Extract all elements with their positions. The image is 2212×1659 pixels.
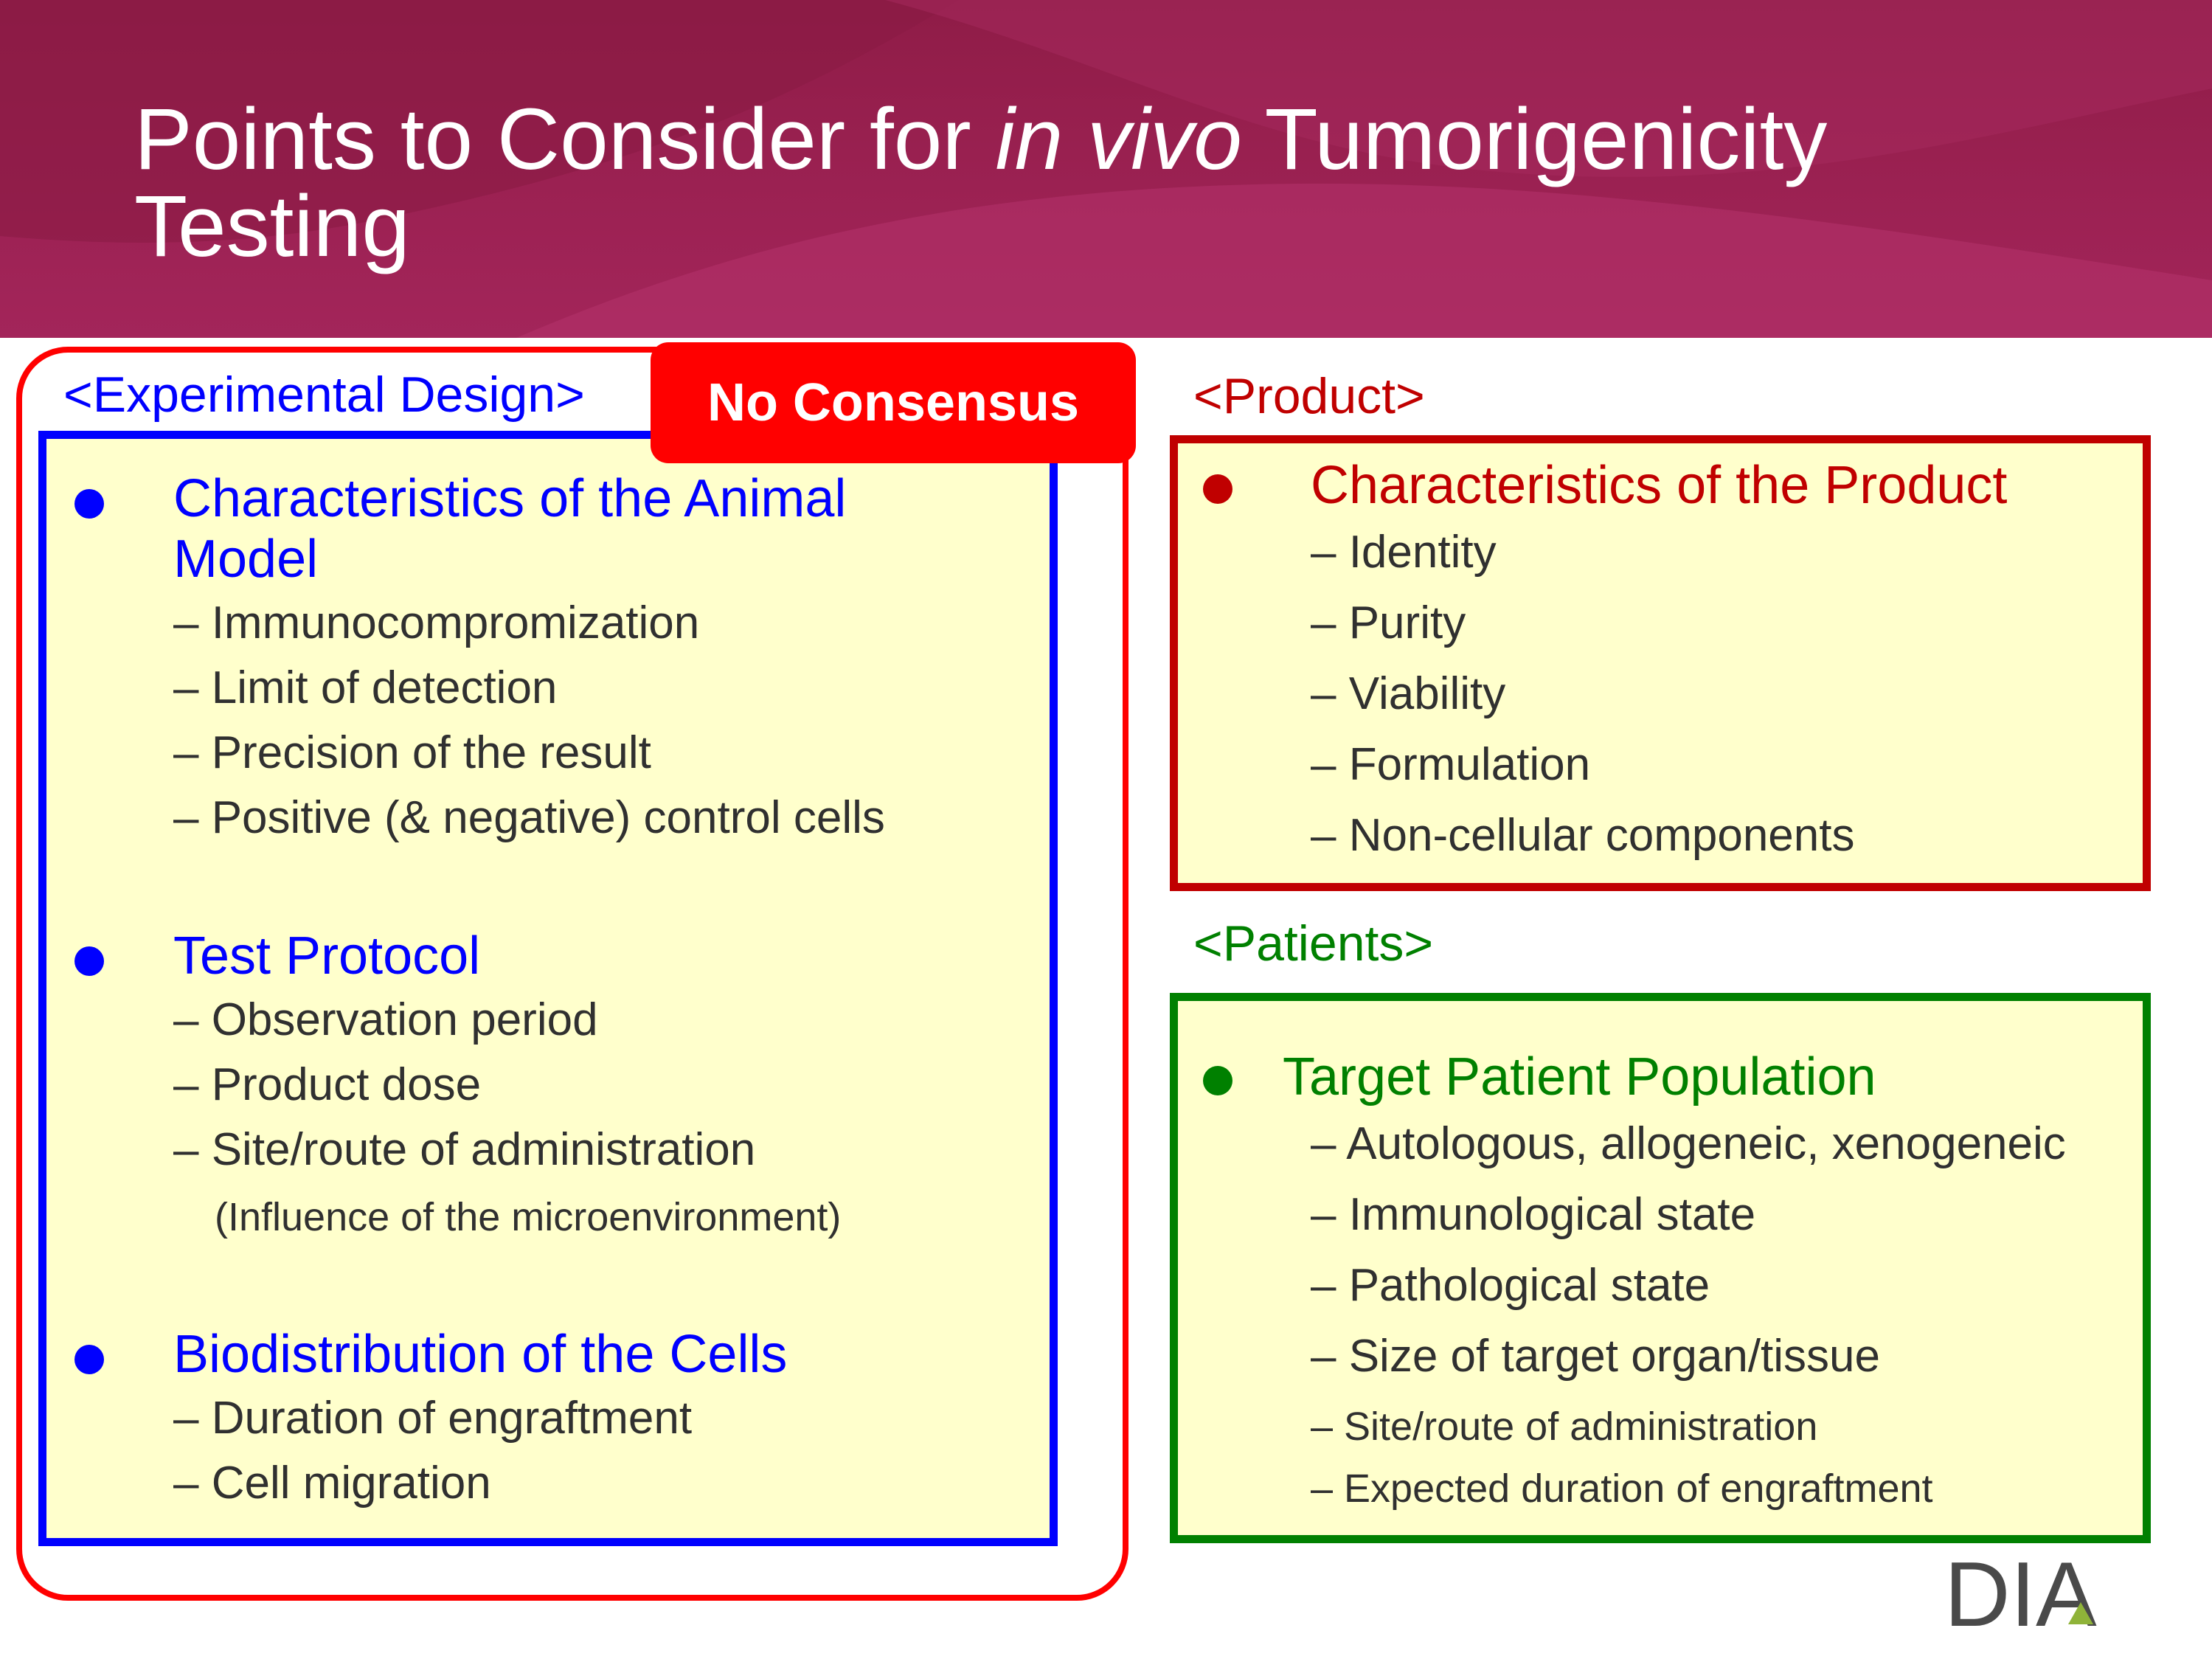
list-item: – Non-cellular components <box>1311 810 1855 861</box>
list-item: – Purity <box>1311 598 1466 648</box>
list-item: – Identity <box>1311 527 1497 578</box>
bullet-icon <box>74 1345 104 1374</box>
list-item: – Precision of the result <box>173 727 651 778</box>
list-item: – Product dose <box>173 1059 482 1110</box>
list-item: – Expected duration of engraftment <box>1311 1466 1933 1511</box>
list-item: – Autologous, allogeneic, xenogeneic <box>1311 1118 2066 1169</box>
product-label: <Product> <box>1193 368 1425 424</box>
page-title: Points to Consider for in vivo Tumorigen… <box>134 91 1828 275</box>
list-item: – Formulation <box>1311 739 1591 790</box>
product-box: Characteristics of the Product – Identit… <box>1170 435 2151 891</box>
list-item: – Observation period <box>173 994 598 1045</box>
list-item: – Limit of detection <box>173 662 558 713</box>
bullet-icon <box>74 489 104 519</box>
patient-population-heading: Target Patient Population <box>1283 1047 1876 1106</box>
list-item: – Immunocompromization <box>173 598 700 648</box>
no-consensus-outline <box>16 347 1128 1601</box>
product-heading: Characteristics of the Product <box>1311 456 2008 515</box>
list-item: – Site/route of administration <box>173 1124 756 1175</box>
experimental-design-box: Characteristics of the Animal Model – Im… <box>38 431 1058 1546</box>
list-item: – Viability <box>1311 668 1506 719</box>
logo-triangle-icon <box>2068 1602 2093 1624</box>
bullet-icon <box>1203 1066 1232 1095</box>
dia-logo: DIA <box>1944 1554 2097 1635</box>
list-item: – Pathological state <box>1311 1260 1710 1311</box>
list-item: – Size of target organ/tissue <box>1311 1331 1881 1382</box>
patients-label: <Patients> <box>1193 915 1434 971</box>
patients-box: Target Patient Population – Autologous, … <box>1170 993 2151 1543</box>
list-item: – Positive (& negative) control cells <box>173 792 885 843</box>
animal-model-heading: Characteristics of the Animal Model <box>173 469 847 589</box>
list-item: – Immunological state <box>1311 1189 1756 1240</box>
list-item: – Duration of engraftment <box>173 1393 693 1444</box>
biodistribution-heading: Biodistribution of the Cells <box>173 1325 788 1384</box>
banner-waves <box>0 0 2212 338</box>
test-protocol-heading: Test Protocol <box>173 927 481 986</box>
experimental-design-label: <Experimental Design> <box>63 367 585 423</box>
list-item: – Site/route of administration <box>1311 1405 1818 1449</box>
no-consensus-badge: No Consensus <box>651 342 1136 463</box>
bullet-icon <box>74 946 104 976</box>
title-banner: Points to Consider for in vivo Tumorigen… <box>0 0 2212 338</box>
bullet-icon <box>1203 474 1232 504</box>
list-item: – Cell migration <box>173 1458 491 1509</box>
list-note: (Influence of the microenvironment) <box>215 1195 842 1239</box>
